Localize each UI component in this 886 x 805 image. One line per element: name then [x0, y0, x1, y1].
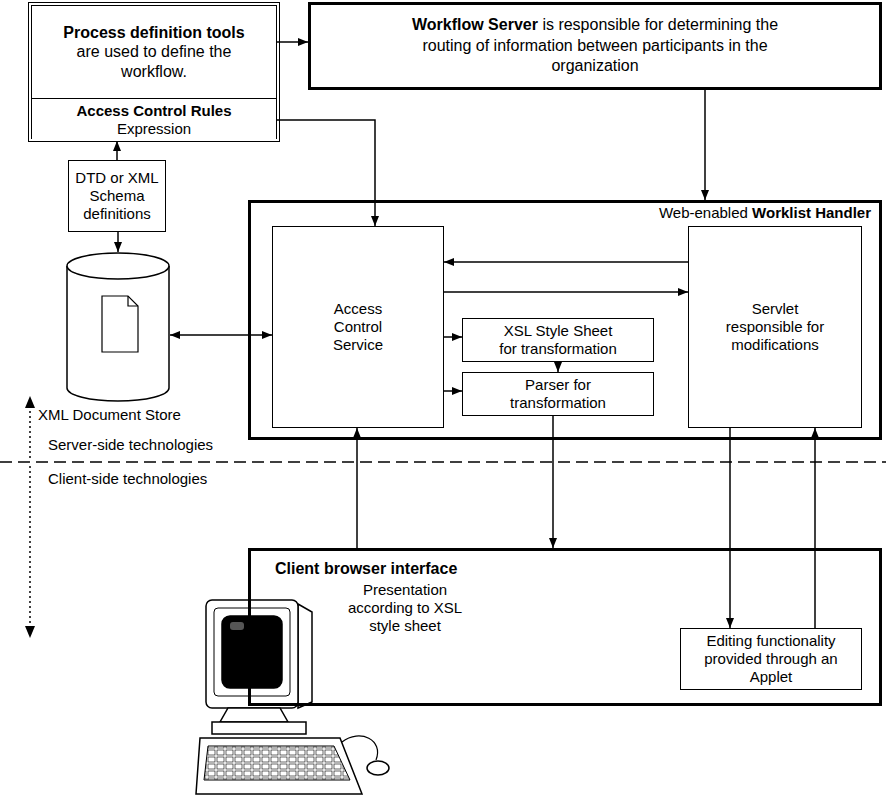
stylesheet-box: XSL Style Sheet for transformation: [462, 318, 654, 362]
node-text: Servlet responsible for modifications: [720, 300, 830, 354]
node-heading: Worklist Handler: [752, 204, 871, 221]
connector-arrow: [814, 428, 816, 628]
connector-arrow: [444, 261, 688, 263]
connector-arrow: [276, 120, 375, 226]
connector-arrow: [704, 90, 706, 200]
document-icon: [102, 296, 138, 352]
node-heading: Client browser interface: [275, 559, 457, 578]
servlet-box: Servlet responsible for modifications: [688, 226, 862, 428]
node-text: XSL Style Sheet for transformation: [498, 322, 618, 358]
node-text: are used to define the workflow.: [64, 42, 244, 80]
store-cylinder: XML Document Store: [66, 252, 170, 402]
connector-arrow: [356, 428, 358, 548]
connector-arrow: [552, 416, 554, 548]
applet-box: Editing functionality provided through a…: [680, 628, 862, 690]
connector-arrow: [444, 291, 688, 293]
computer-illustration: [196, 600, 389, 794]
node-text: XML Document Store: [38, 406, 181, 424]
dotted-arrows: [25, 396, 35, 638]
node-text: Parser for transformation: [503, 376, 613, 412]
service-box: Access Control Service: [272, 226, 444, 428]
client-container: Editing functionality provided through a…: [248, 548, 882, 706]
node-text: Editing functionality provided through a…: [696, 632, 846, 686]
server-box: Workflow Serveris responsible for determ…: [308, 2, 882, 90]
tool-box: Process definition toolsare used to defi…: [32, 6, 276, 98]
connector-arrow: [444, 390, 462, 392]
connector-arrow: [557, 362, 559, 372]
schema-box: DTD or XML Schema definitions: [68, 160, 166, 232]
node-text: Access Control Service: [323, 300, 393, 354]
divider-line: [0, 461, 886, 463]
rules-box: Access Control RulesExpression: [32, 98, 276, 141]
node-text: Expression: [117, 120, 191, 138]
cylinder-shape: [66, 252, 170, 402]
connector-arrow: [116, 141, 118, 160]
parser-box: Parser for transformation: [462, 372, 654, 416]
node-text: DTD or XML Schema definitions: [74, 169, 160, 223]
region-label: Server-side technologies: [48, 436, 213, 454]
region-label: Client-side technologies: [48, 470, 207, 488]
connector-arrow: [276, 41, 308, 43]
node-heading: Access Control Rules: [76, 102, 231, 120]
node-heading: Process definition tools: [63, 23, 244, 42]
connector-arrow: [117, 232, 119, 252]
node-text: Presentation according to XSL style shee…: [335, 581, 475, 635]
connector-arrow: [729, 428, 731, 628]
node-heading: Workflow Server: [412, 16, 538, 33]
handler-container: Access Control Service XSL Style Sheet fo…: [248, 200, 882, 440]
connector-arrow: [170, 334, 272, 336]
connector-arrow: [444, 336, 462, 338]
node-text: Web-enabled: [659, 204, 748, 221]
